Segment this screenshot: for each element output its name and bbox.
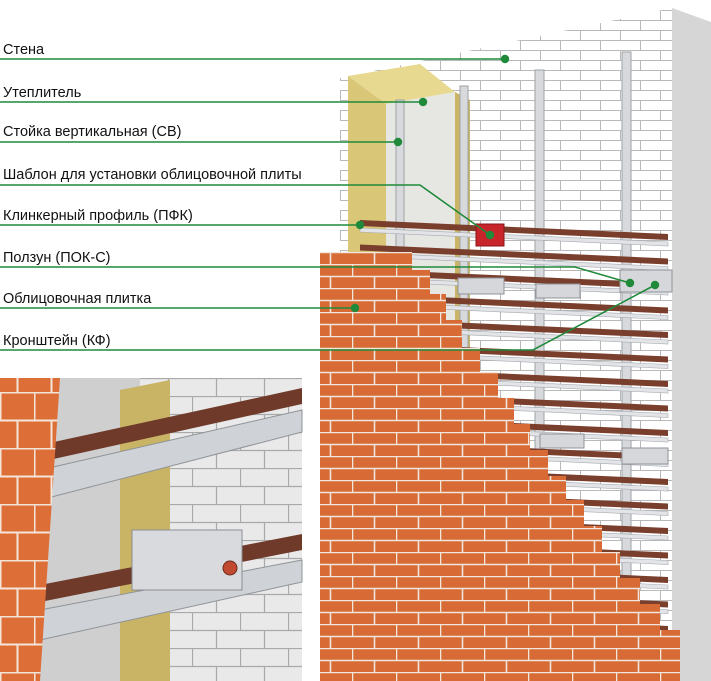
leader-line [0, 266, 631, 284]
label-wall: Стена [3, 42, 45, 58]
clinker-profile [360, 269, 668, 289]
inset-bolt [222, 560, 238, 576]
label-slider: Ползун (ПОК-С) [3, 250, 111, 266]
bracket [619, 269, 673, 293]
leader-dot-icon [500, 54, 510, 64]
leader-dot-icon [355, 220, 365, 230]
aluminium-rail [359, 227, 669, 247]
label-insulation: Утеплитель [3, 85, 82, 101]
label-clinker-profile: Клинкерный профиль (ПФК) [3, 208, 193, 224]
detail-inset [0, 378, 303, 681]
bracket [457, 277, 505, 295]
bracket [535, 283, 581, 299]
inset-profile [40, 388, 302, 462]
leader-dot-icon [418, 97, 428, 107]
label-template: Шаблон для установки облицовочной плиты [3, 167, 302, 183]
leader-dot-icon [393, 137, 403, 147]
leader-line [0, 284, 656, 351]
inset-tiles [0, 378, 60, 681]
bracket [539, 433, 585, 449]
leader-dot-icon [350, 303, 360, 313]
label-vertical-post: Стойка вертикальная (СВ) [3, 124, 182, 140]
inset-bracket [131, 529, 243, 591]
leader-dot-icon [625, 278, 635, 288]
clinker-profile [360, 244, 668, 265]
label-facing-tile: Облицовочная плитка [3, 291, 152, 307]
facing-tiles [320, 252, 680, 681]
leader-lines [0, 54, 660, 351]
leader-dot-icon [485, 230, 495, 240]
insulation-top [348, 64, 455, 104]
bracket [621, 447, 669, 465]
label-bracket: Кронштейн (КФ) [3, 333, 111, 349]
leader-line [0, 184, 491, 236]
brackets [457, 269, 673, 465]
clinker-profile [360, 220, 668, 240]
wall-side-face [672, 8, 711, 681]
leader-dot-icon [650, 280, 660, 290]
